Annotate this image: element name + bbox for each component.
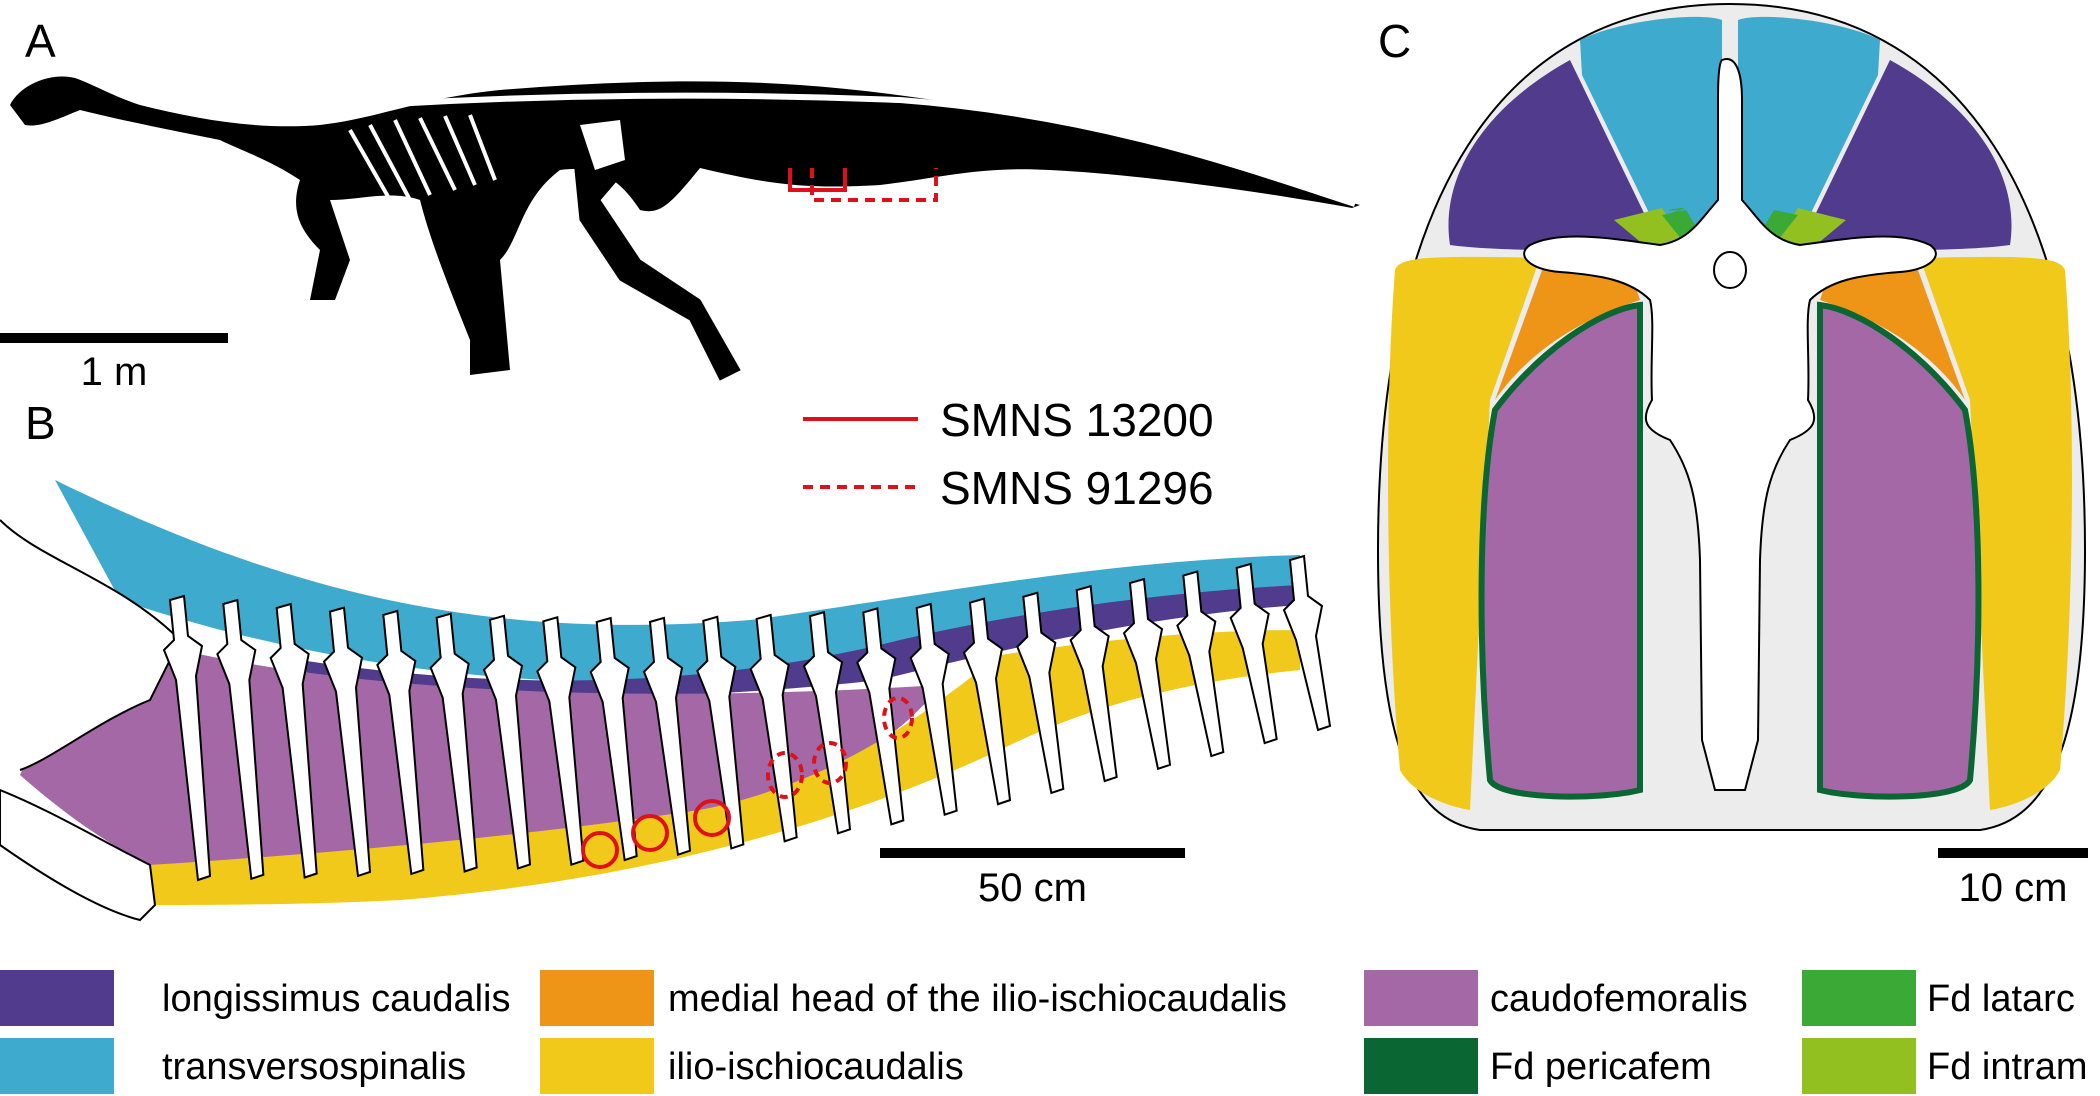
legend-label: Fd latarc [1927,978,2075,1020]
scale-label-b: 50 cm [978,866,1087,910]
vertebra [696,615,745,850]
vertebra [216,598,265,881]
vertebra [536,616,585,866]
legend-swatch-fd-intram [1802,1038,1916,1094]
specimen-13200-circles [581,799,731,869]
legend-label: medial head of the ilio-ischiocaudalis [668,978,1287,1020]
panel-a-label: A [25,15,56,67]
legend-swatch-ilio-ischiocaudalis [540,1038,654,1094]
vertebra [269,602,318,879]
vertebra [909,602,958,816]
scale-label-c: 10 cm [1958,866,2068,910]
vertebra [429,612,478,873]
legend-swatch-fd-latarc [1802,970,1916,1026]
specimen-region-13200 [788,168,847,192]
legend-label: caudofemoralis [1490,978,1748,1020]
scale-bar-c [1938,848,2088,858]
vertebra-cross-section [1523,58,1937,791]
specimen-label-91296: SMNS 91296 [940,462,1214,514]
specimen-91296-circles [766,696,914,799]
vertebra [589,616,638,862]
legend-label: longissimus caudalis [162,978,511,1020]
vertebra [1122,577,1172,771]
vertebra [642,616,692,857]
panel-b-label: B [25,397,56,449]
vertebra [1282,554,1332,732]
vertebra [376,609,425,876]
specimen-label-13200: SMNS 13200 [940,394,1214,446]
legend-swatch-longissimus [0,970,114,1026]
vertebra [162,594,212,882]
legend-swatch-fd-pericafem [1364,1038,1478,1094]
specimen-region-91296 [810,168,938,202]
vertebra [1016,591,1065,795]
legend-swatch-caudofemoralis [1364,970,1478,1026]
legend-label: ilio-ischiocaudalis [668,1046,964,1088]
vertebra [749,613,798,843]
skeleton-silhouette [10,76,1360,381]
vertebra [1069,584,1118,783]
muscle-longissimus [300,585,1300,697]
vertebra [1176,570,1225,758]
vertebra [482,614,532,870]
scale-bar-a [0,333,228,343]
legend-swatch-transversospinalis [0,1038,114,1094]
vertebra [856,607,905,826]
muscle-ilio-ischiocaudalis [150,630,1300,905]
vertebra [962,597,1012,806]
legend-swatch-medial-head [540,970,654,1026]
vertebra [1229,562,1278,745]
vertebra [322,606,372,878]
legend-label: Fd intram [1927,1046,2088,1088]
legend-label: transversospinalis [162,1046,467,1088]
legend-label: Fd pericafem [1490,1046,1712,1088]
scale-label-a: 1 m [80,350,148,394]
panel-c-cross-section [1376,2,2087,831]
panel-c-label: C [1378,15,1412,67]
scale-bar-b [880,848,1185,858]
